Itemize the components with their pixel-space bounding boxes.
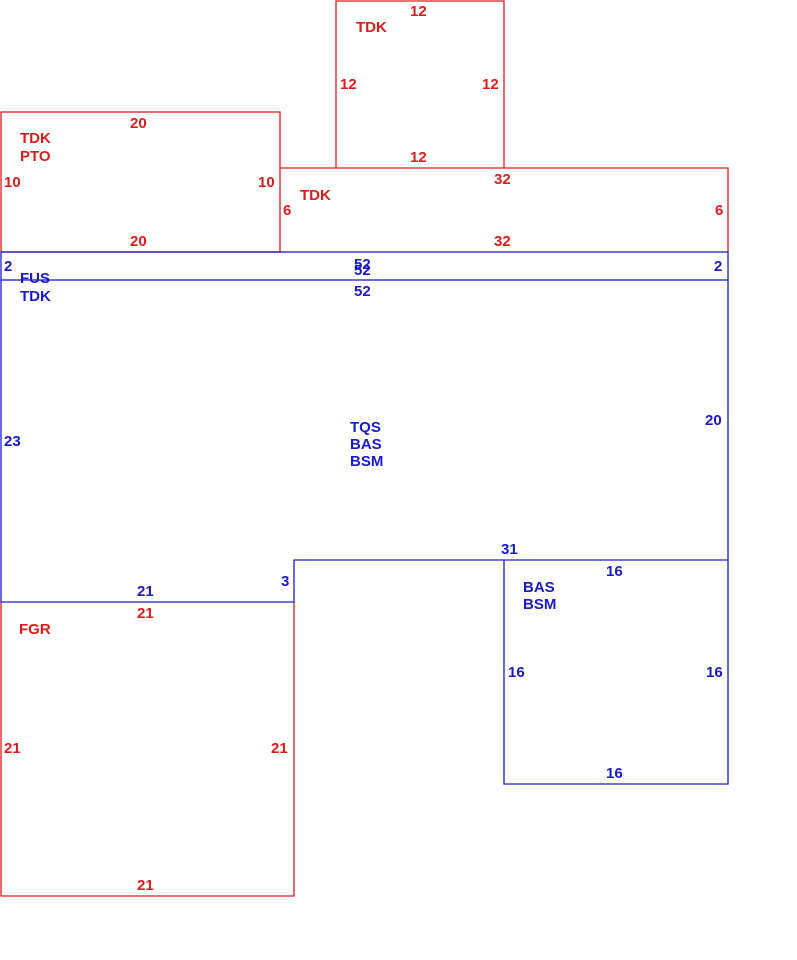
dimension-label: 32: [494, 171, 511, 188]
dimension-label: 20: [130, 115, 147, 132]
dimension-label: 52: [354, 283, 371, 300]
dimension-label: 16: [606, 765, 623, 782]
dimension-label: 6: [715, 202, 723, 219]
area-code: BAS: [523, 579, 555, 596]
dimension-label: 52: [354, 256, 371, 273]
dimension-label: 12: [410, 3, 427, 20]
area-code: PTO: [20, 148, 51, 165]
dimension-label: 16: [508, 664, 525, 681]
dimension-label: 12: [340, 76, 357, 93]
fgr-outline: [0, 602, 295, 897]
area-code: TDK: [300, 187, 331, 204]
dimension-label: 21: [271, 740, 288, 757]
area-code: BSM: [350, 453, 383, 470]
dimension-label: 10: [4, 174, 21, 191]
dimension-label: 20: [705, 412, 722, 429]
main-outline: [0, 280, 729, 603]
dimension-label: 12: [410, 149, 427, 166]
dimension-label: 21: [137, 877, 154, 894]
area-code: TDK: [20, 130, 51, 147]
area-code: BSM: [523, 596, 556, 613]
area-code: TDK: [20, 288, 51, 305]
tdk-top-outline: [335, 0, 505, 168]
bas-bsm-outline: [503, 560, 729, 785]
dimension-label: 23: [4, 433, 21, 450]
dimension-label: 16: [706, 664, 723, 681]
dimension-label: 2: [714, 258, 722, 275]
dimension-label: 32: [494, 233, 511, 250]
dimension-label: 31: [501, 541, 518, 558]
dimension-label: 6: [283, 202, 291, 219]
tdk-right-outline: [280, 167, 729, 252]
area-code: TQS: [350, 419, 381, 436]
area-code: FGR: [19, 621, 51, 638]
dimension-label: 21: [137, 605, 154, 622]
area-code: TDK: [356, 19, 387, 36]
dimension-label: 21: [4, 740, 21, 757]
fus-tdk-outline: [0, 251, 729, 281]
area-code: FUS: [20, 270, 50, 287]
dimension-label: 12: [482, 76, 499, 93]
dimension-label: 21: [137, 583, 154, 600]
dimension-label: 16: [606, 563, 623, 580]
dimension-label: 2: [4, 258, 12, 275]
dimension-label: 20: [130, 233, 147, 250]
dimension-label: 52: [354, 262, 371, 279]
dimension-label: 3: [281, 573, 289, 590]
dimension-label: 10: [258, 174, 275, 191]
area-code: BAS: [350, 436, 382, 453]
